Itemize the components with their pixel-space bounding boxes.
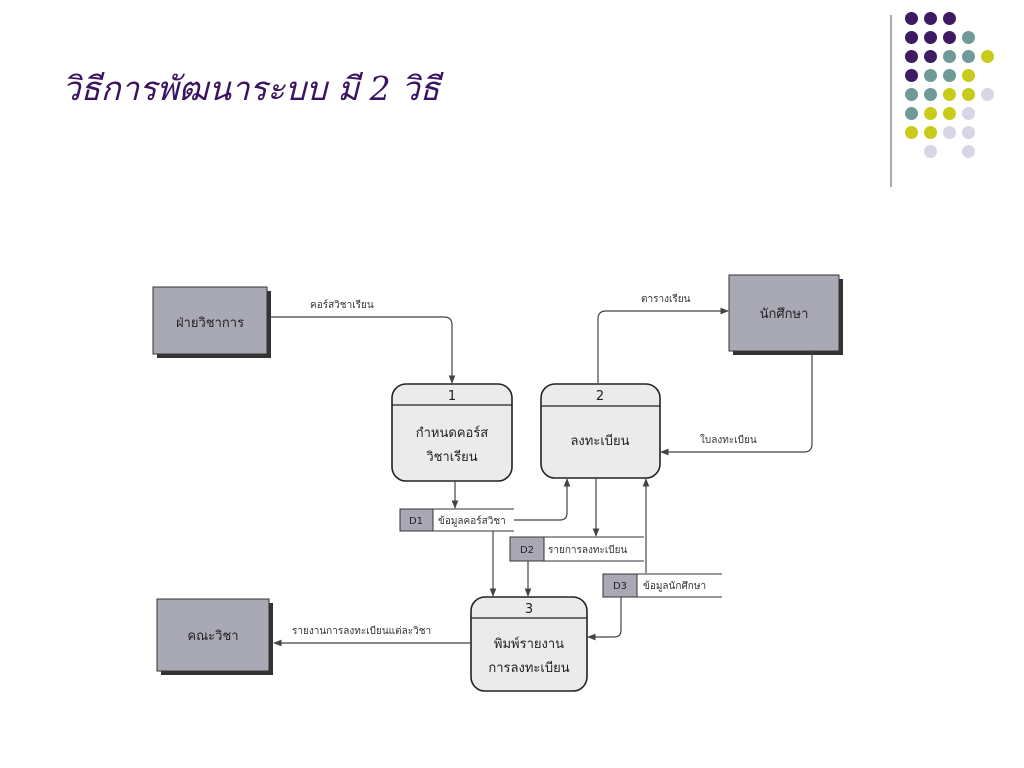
data-store-d3-name: ข้อมูลนักศึกษา (643, 580, 706, 592)
decorative-dot (924, 126, 937, 139)
data-store-d1-id: D1 (409, 516, 423, 527)
entity-faculty: คณะวิชา (156, 598, 273, 675)
process-1: 1 กำหนดคอร์ส วิชาเรียน (391, 383, 513, 482)
flow-label-report: รายงานการลงทะเบียนแต่ละวิชา (292, 625, 431, 637)
process-1-line1: กำหนดคอร์ส (416, 425, 489, 441)
flow-d3-to-p3 (587, 597, 622, 641)
flow-label-timetable: ตารางเรียน (641, 293, 691, 305)
decorative-dot (905, 50, 918, 63)
decorative-dot (924, 31, 937, 44)
decorative-dot (962, 69, 975, 82)
entity-student-label: นักศึกษา (760, 307, 809, 322)
decorative-dot (924, 69, 937, 82)
data-store-d2: D2 รายการลงทะเบียน (509, 536, 644, 562)
decorative-dot (962, 50, 975, 63)
entity-academic-label: ฝ่ายวิชาการ (176, 316, 244, 331)
flow-registration-form (660, 351, 813, 456)
process-2-number: 2 (596, 389, 604, 404)
decorative-dot (905, 31, 918, 44)
decorative-dot-grid (905, 12, 1024, 192)
process-2: 2 ลงทะเบียน (540, 383, 661, 479)
flow-label-registration-form: ใบลงทะเบียน (700, 434, 757, 446)
data-store-d1: D1 ข้อมูลคอร์สวิชา (399, 508, 514, 532)
process-3-line2: การลงทะเบียน (488, 660, 569, 676)
decorative-dot (905, 88, 918, 101)
process-2-line1: ลงทะเบียน (570, 433, 629, 449)
decorative-dot (962, 88, 975, 101)
process-1-line2: วิชาเรียน (426, 449, 478, 465)
decorative-dot (905, 107, 918, 120)
data-store-d2-name: รายการลงทะเบียน (548, 544, 627, 556)
decorative-dot (962, 145, 975, 158)
process-3: 3 พิมพ์รายงาน การลงทะเบียน (470, 596, 588, 692)
decorative-dot (905, 126, 918, 139)
flow-course-subjects (271, 316, 456, 384)
decorative-dot (962, 126, 975, 139)
decorative-dot (943, 126, 956, 139)
decorative-dot (943, 69, 956, 82)
decorative-dot (962, 107, 975, 120)
decorative-dot (905, 12, 918, 25)
decorative-dot (905, 69, 918, 82)
decorative-dot (924, 88, 937, 101)
entity-academic: ฝ่ายวิชาการ (152, 286, 271, 358)
decorative-dot (943, 12, 956, 25)
decorative-dot (924, 12, 937, 25)
decorative-dot (943, 88, 956, 101)
decorative-dot (943, 31, 956, 44)
data-store-d3-id: D3 (613, 581, 627, 592)
decorative-dot (943, 50, 956, 63)
data-store-d1-name: ข้อมูลคอร์สวิชา (438, 515, 506, 527)
decorative-dot (962, 31, 975, 44)
entity-student: นักศึกษา (728, 274, 843, 355)
decorative-dot (981, 50, 994, 63)
slide-title: วิธีการพัฒนาระบบ มี 2 วิธี (62, 69, 440, 108)
data-store-d2-id: D2 (520, 545, 534, 556)
decorative-dot (943, 107, 956, 120)
flow-d1-to-p2 (514, 478, 571, 521)
decorative-dot (924, 145, 937, 158)
process-3-line1: พิมพ์รายงาน (494, 636, 564, 652)
decorative-dot (981, 88, 994, 101)
decorative-dot (924, 50, 937, 63)
flow-timetable (597, 307, 729, 383)
process-1-number: 1 (448, 389, 456, 404)
data-store-d3: D3 ข้อมูลนักศึกษา (602, 573, 722, 598)
flow-label-course-subjects: คอร์สวิชาเรียน (310, 299, 374, 311)
process-3-number: 3 (525, 602, 533, 617)
decorative-dot (924, 107, 937, 120)
entity-faculty-label: คณะวิชา (187, 629, 238, 644)
